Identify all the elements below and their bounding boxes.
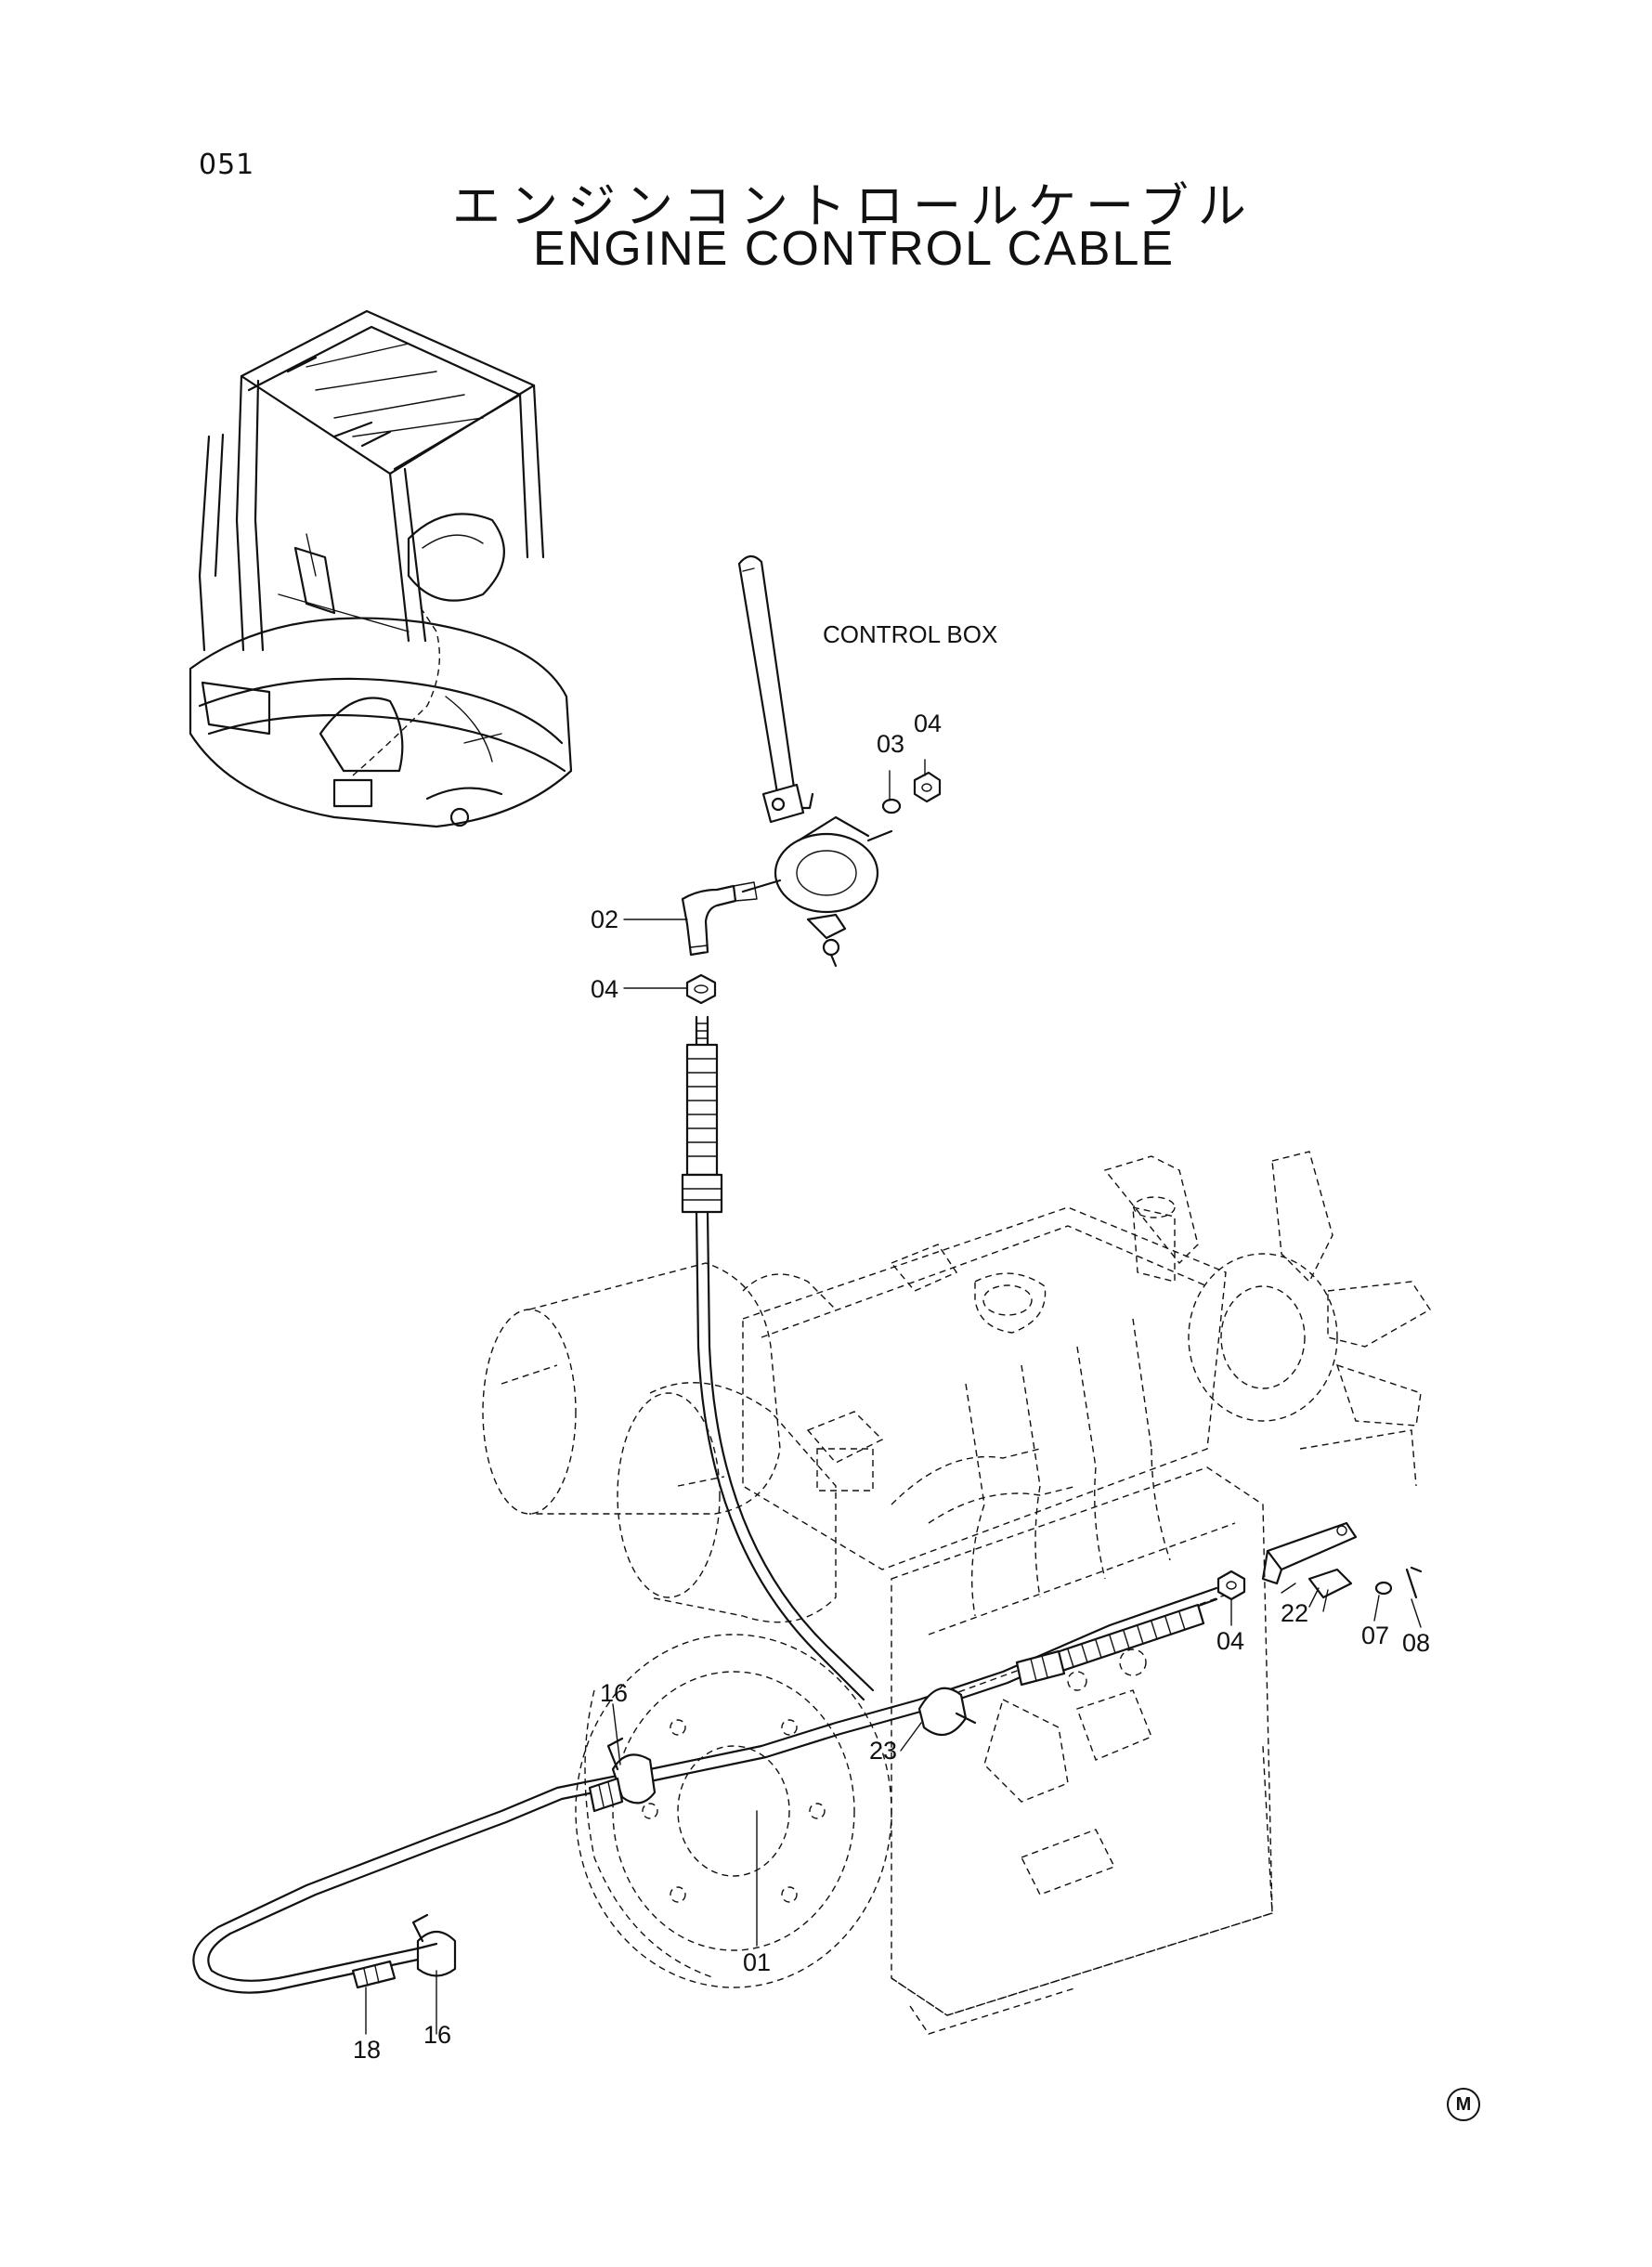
part-label-23: 23 — [869, 1737, 898, 1765]
part-label-04-top: 04 — [914, 710, 943, 737]
part-label-04-low: 04 — [1216, 1627, 1245, 1655]
part-label-03: 03 — [877, 730, 905, 758]
part-label-01: 01 — [743, 1948, 772, 1976]
excavator-overview-illustration — [189, 309, 573, 828]
part-label-16-bottom: 16 — [423, 2021, 452, 2049]
title-japanese: エンジンコントロールケーブル — [452, 179, 1255, 235]
part-label-04-mid: 04 — [591, 975, 619, 1003]
leader-lines — [365, 759, 1422, 2035]
cable-routing — [192, 1521, 1423, 1994]
part-label-18: 18 — [353, 2036, 382, 2064]
title-english: ENGINE CONTROL CABLE — [532, 222, 1176, 276]
engine-illustration — [482, 1151, 1431, 2035]
part-label-22: 22 — [1281, 1599, 1309, 1627]
page-number: 051 — [199, 149, 255, 181]
control-box-illustration — [681, 554, 942, 1701]
part-label-02: 02 — [591, 905, 619, 933]
registered-mark-icon: M — [1447, 2088, 1480, 2121]
part-label-07: 07 — [1361, 1622, 1390, 1649]
part-label-08: 08 — [1402, 1629, 1431, 1657]
part-label-16-top: 16 — [600, 1679, 629, 1707]
control-box-label: CONTROL BOX — [823, 620, 998, 648]
